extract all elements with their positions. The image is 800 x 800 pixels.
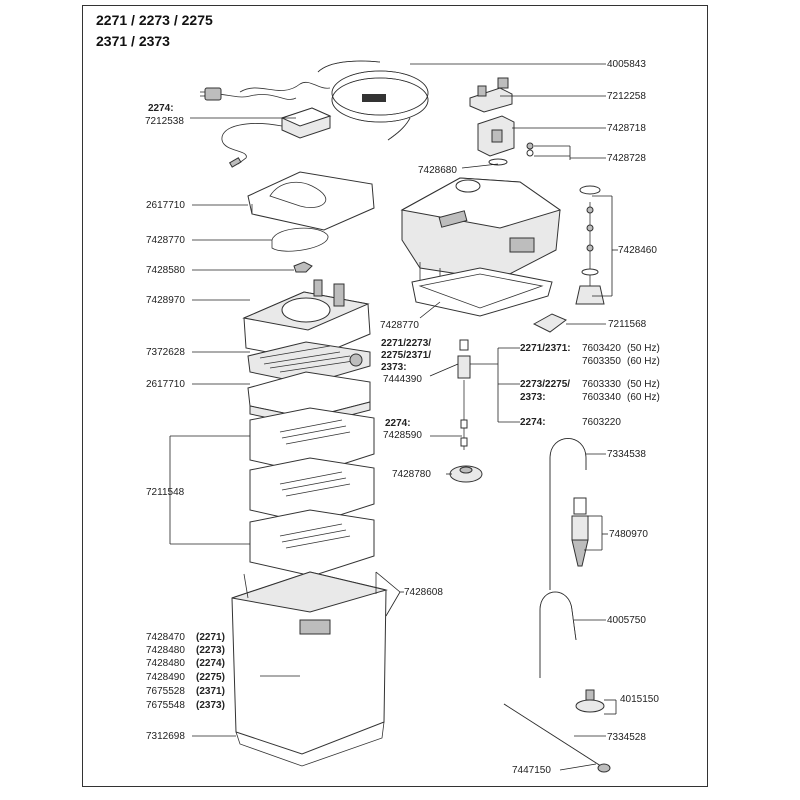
impeller-cover [449,465,483,483]
canister [231,571,388,767]
label-motor-2271-model: 2271/2371: [520,343,571,354]
canister-list-part: 7428490 [146,672,185,683]
label-suction-cup: 4015150 [620,694,659,705]
top-insert [242,279,371,361]
label-orings-small: 7428728 [607,153,646,164]
canister-list-model: (2371) [196,686,225,697]
label-tubes-valve: 7428460 [618,245,657,256]
label-impeller-axle-model: 2274: [385,418,411,429]
canister-model-list: 7428470 (2271) 7428480 (2273) 7428480 (2… [146,632,225,711]
label-intake-pipe: 7334538 [607,449,646,460]
label-impeller-cover: 7428780 [392,469,431,480]
label-motor-60hz-b: 7603340 [582,392,621,403]
label-motor-50hz-a-note: (50 Hz) [627,343,660,354]
diagram-title: 2271 / 2273 / 2275 2371 / 2373 [96,10,213,52]
spray-bar [503,703,611,773]
canister-list-model: (2274) [196,658,225,669]
canister-list-part: 7675528 [146,686,185,697]
label-psu: 7212538 [145,116,184,127]
intake-pipe [549,438,587,590]
label-small-part: 7211568 [608,319,647,330]
label-lid-plate: 2617710 [146,200,185,211]
label-end-cap: 7447150 [512,765,551,776]
label-motor-60hz-b-note: (60 Hz) [627,392,660,403]
label-oring-ring: 7428680 [418,165,457,176]
label-motor-50hz-b-note: (50 Hz) [627,379,660,390]
small-clip-part [532,313,567,333]
label-grid-tray: 7372628 [146,347,185,358]
label-hose: 4005843 [607,59,646,70]
label-impeller-models-b: 2275/2371/ [381,350,431,361]
knob-part [293,261,313,273]
title-line-1: 2271 / 2273 / 2275 [96,12,213,28]
grid-tray [247,341,371,385]
label-psu-model: 2274: [148,103,174,114]
label-intake-strainer: 7480970 [609,529,648,540]
canister-list-model: (2273) [196,645,225,656]
label-motor-2274: 7603220 [582,417,621,428]
vertical-tube-kit [575,185,605,305]
label-impeller-models-a: 2271/2273/ [381,338,431,349]
tap-valve-assembly [469,77,534,166]
lid-plate [247,171,375,231]
canister-list-model: (2271) [196,632,225,643]
label-motor-50hz-b: 7603330 [582,379,621,390]
label-knob: 7428580 [146,265,185,276]
power-cord [200,81,331,101]
label-spray-bar: 7334528 [607,732,646,743]
label-motor-2274-model: 2274: [520,417,546,428]
label-baskets: 7211548 [146,487,185,498]
part-labels: 4005843 7212258 7428718 7428728 7428680 … [145,59,660,776]
label-motor-50hz-a: 7603420 [582,343,621,354]
label-head-seal: 7428770 [380,320,419,331]
diagram-frame [82,5,708,787]
label-canister-base: 7312698 [146,731,185,742]
label-impeller: 7444390 [383,374,422,385]
coiled-hose [317,60,429,141]
label-tap-block: 7428718 [607,123,646,134]
intake-strainer [571,497,589,567]
label-motor-60hz-a: 7603350 [582,356,621,367]
impeller-assembly [457,339,471,450]
power-supply [221,107,332,168]
title-line-2: 2371 / 2373 [96,33,170,49]
label-tap-top: 7212258 [607,91,646,102]
canister-list-part: 7428480 [146,658,185,669]
lid-seal-ring [271,227,329,252]
label-lid-seal: 7428770 [146,235,185,246]
label-outflow-pipe: 4005750 [607,615,646,626]
label-motor-2273-model-b: 2373: [520,392,546,403]
label-pad: 2617710 [146,379,185,390]
label-impeller-models-c: 2373: [381,362,407,373]
canister-list-model: (2275) [196,672,225,683]
canister-list-part: 7428470 [146,632,185,643]
canister-list-model: (2373) [196,700,225,711]
label-canister-clips: 7428608 [404,587,443,598]
label-motor-2273-model-a: 2273/2275/ [520,379,570,390]
pump-head [400,177,562,317]
media-baskets [249,407,375,577]
label-motor-60hz-a-note: (60 Hz) [627,356,660,367]
label-top-insert: 7428970 [146,295,185,306]
suction-cup [575,689,605,713]
leader-lines [169,63,618,771]
canister-list-part: 7428480 [146,645,185,656]
outflow-pipe [539,591,577,678]
canister-list-part: 7675548 [146,700,185,711]
label-impeller-axle: 7428590 [383,430,422,441]
